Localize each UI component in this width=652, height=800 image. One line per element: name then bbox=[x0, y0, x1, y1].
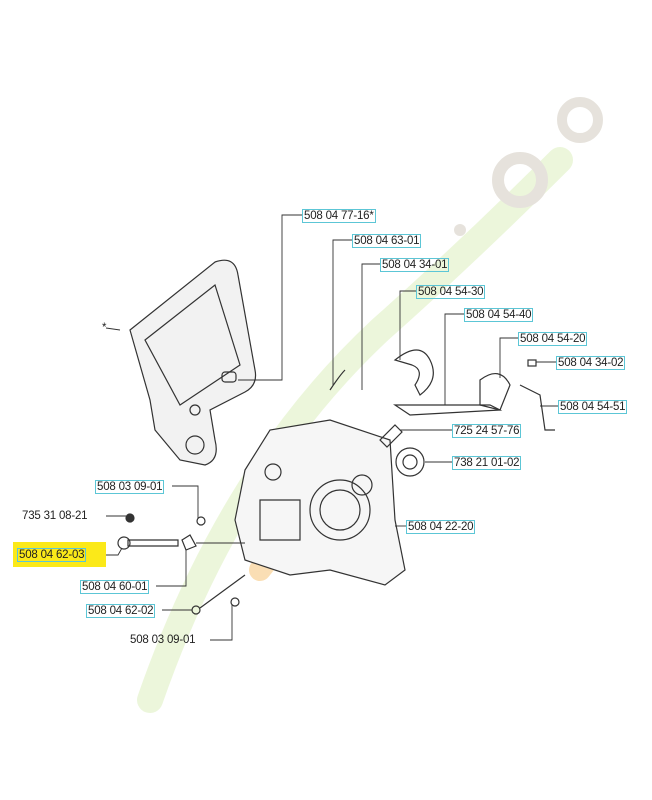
part-label-508-04-77-16[interactable]: 508 04 77-16* bbox=[302, 209, 376, 223]
part-label-508-04-54-30[interactable]: 508 04 54-30 bbox=[416, 285, 486, 299]
leader-lines bbox=[105, 214, 558, 641]
part-label-508-04-34-02[interactable]: 508 04 34-02 bbox=[556, 356, 626, 370]
part-drawings bbox=[117, 259, 555, 615]
part-label-508-04-54-40[interactable]: 508 04 54-40 bbox=[464, 308, 534, 322]
part-label-508-04-34-01[interactable]: 508 04 34-01 bbox=[380, 258, 450, 272]
highlighted-part-marker bbox=[13, 542, 106, 567]
part-label-508-03-09-01[interactable]: 508 03 09-01 bbox=[95, 480, 165, 494]
part-label-735-31-08-21: 735 31 08-21 bbox=[22, 510, 88, 522]
part-label-508-04-62-02[interactable]: 508 04 62-02 bbox=[86, 604, 156, 618]
part-label-508-04-62-03-highlighted[interactable]: 508 04 62-03 bbox=[17, 548, 87, 562]
part-label-508-04-54-20[interactable]: 508 04 54-20 bbox=[518, 332, 588, 346]
part-label-508-04-22-20[interactable]: 508 04 22-20 bbox=[406, 520, 476, 534]
part-label-725-24-57-76[interactable]: 725 24 57-76 bbox=[452, 424, 522, 438]
part-label-738-21-01-02[interactable]: 738 21 01-02 bbox=[452, 456, 522, 470]
part-label-508-04-60-01[interactable]: 508 04 60-01 bbox=[80, 580, 150, 594]
part-label-508-04-63-01[interactable]: 508 04 63-01 bbox=[352, 234, 422, 248]
part-label-508-03-09-01-unboxed: 508 03 09-01 bbox=[130, 634, 196, 646]
part-label-508-04-54-51[interactable]: 508 04 54-51 bbox=[558, 400, 628, 414]
asterisk-mark: * bbox=[102, 322, 107, 334]
